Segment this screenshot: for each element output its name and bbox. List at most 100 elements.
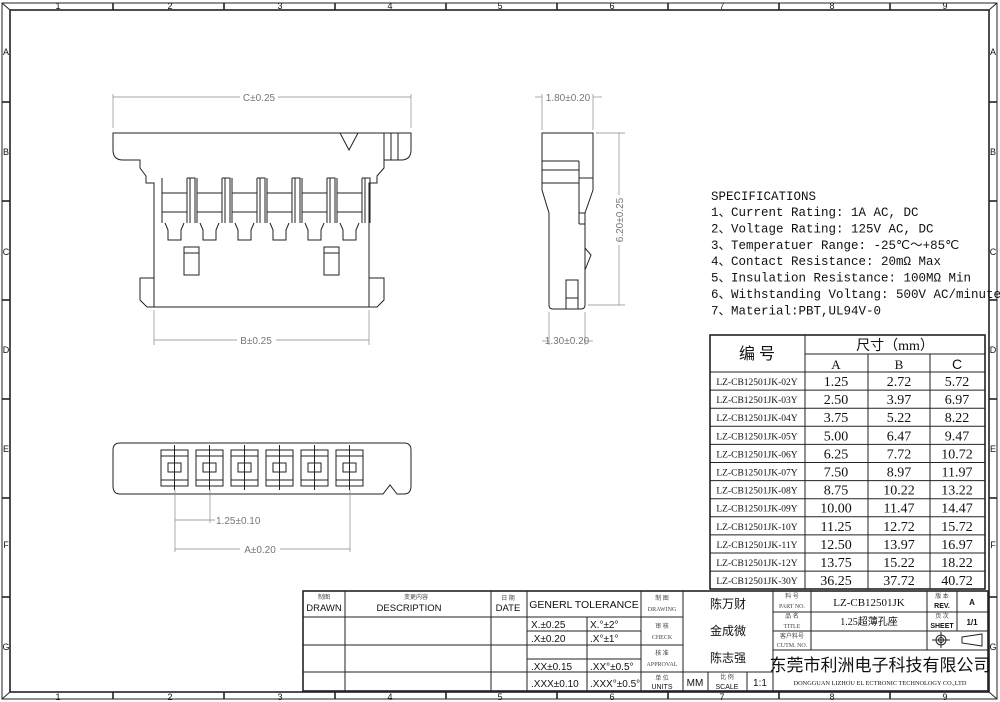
dimension-c-cell: 6.97 (945, 393, 970, 408)
customer-no-cn: 客户料号 (780, 632, 804, 640)
specifications-title: SPECIFICATIONS (711, 190, 816, 204)
row-marker-left: E (3, 444, 9, 454)
column-marker-bottom: 9 (942, 692, 947, 702)
scale-cn: 比 例 (720, 673, 734, 681)
dimension-a-cell: 7.50 (824, 466, 849, 481)
part-number-cell: LZ-CB12501JK-09Y (716, 505, 797, 515)
row-marker-left: G (2, 642, 9, 652)
contact-cavity (160, 445, 189, 490)
column-marker-bottom: 2 (167, 692, 172, 702)
row-marker-right: B (990, 147, 996, 157)
dimension-b-cell: 2.72 (887, 375, 912, 390)
linear-tolerance: X.±0.25 (531, 620, 566, 631)
column-marker-top: 3 (277, 1, 282, 11)
units-cn: 单 位 (655, 674, 669, 682)
column-marker-top: 1 (55, 1, 60, 11)
sheet-value: 1/1 (966, 618, 978, 627)
part-number-cell: LZ-CB12501JK-02Y (716, 378, 797, 388)
column-marker-bottom: 5 (497, 692, 502, 702)
dimension-c-cell: 40.72 (941, 574, 973, 589)
company-name-en: DONGGUAN LIZHOU EL ECTRONIC TECHNOLOGY C… (794, 680, 967, 687)
contact-cavity (265, 445, 294, 490)
title-label: TITLE (784, 624, 801, 630)
dimension-a-cell: 5.00 (824, 429, 849, 444)
column-a-header: A (831, 357, 841, 372)
dimension-b-cell: 12.72 (883, 520, 915, 535)
contact-cavity (300, 445, 329, 490)
dimension-bottom-width: 1.30±0.20 (545, 336, 590, 347)
dimension-a-cell: 11.25 (821, 520, 852, 535)
column-marker-bottom: 4 (387, 692, 392, 702)
angular-tolerance: X.°±2° (590, 620, 619, 631)
dimension-b-cell: 11.47 (884, 502, 915, 517)
dimension-b-cell: 13.97 (883, 538, 915, 553)
dimension-width: 1.80±0.20 (546, 93, 591, 104)
column-marker-bottom: 3 (277, 692, 282, 702)
specifications: SPECIFICATIONS 1、Current Rating: 1A AC, … (711, 190, 1000, 318)
angular-tolerance: .XXX°±0.5° (590, 679, 640, 690)
specification-item: 6、Withstanding Voltang: 500V AC/minute (711, 288, 1000, 302)
dimension-a-cell: 36.25 (820, 574, 852, 589)
check-name: 金成微 (710, 623, 746, 638)
title-cn: 品 名 (785, 612, 799, 620)
title-block: 制图 DRAWN 变更内容 DESCRIPTION 日 期 DATE GENER… (302, 590, 991, 692)
size-header: 尺寸（mm） (856, 338, 934, 354)
row-marker-right: E (990, 444, 996, 454)
dimension-a-cell: 13.75 (820, 556, 852, 571)
dimension-a-cell: 3.75 (824, 411, 849, 426)
date-label: DATE (496, 603, 521, 614)
description-label: DESCRIPTION (377, 603, 442, 614)
dimension-b-cell: 8.97 (887, 466, 912, 481)
scale-value: 1:1 (753, 678, 767, 689)
dimension-c-cell: 15.72 (941, 520, 973, 535)
dimension-b-cell: 3.97 (887, 393, 912, 408)
specification-item: 3、Temperatuer Range: -25℃～+85℃ (711, 239, 959, 253)
row-marker-right: F (990, 540, 996, 550)
check-cn: 审 核 (655, 622, 669, 630)
approval-cn: 核 准 (655, 649, 669, 657)
row-marker-right: G (989, 642, 996, 652)
dimension-b-cell: 5.22 (887, 411, 912, 426)
linear-tolerance: .XXX±0.10 (531, 679, 579, 690)
dimension-c: C±0.25 (243, 93, 276, 104)
column-marker-top: 4 (387, 1, 392, 11)
column-marker-top: 7 (719, 1, 724, 11)
row-marker-left: D (3, 345, 10, 355)
angular-tolerance: .X°±1° (590, 634, 619, 645)
dimension-a-cell: 2.50 (824, 393, 849, 408)
description-cn: 变更内容 (404, 593, 428, 601)
dimension-c-cell: 9.47 (945, 429, 970, 444)
row-marker-right: D (990, 345, 997, 355)
drawing-label: DRAWING (648, 607, 677, 613)
drawn-cn: 制图 (318, 593, 330, 601)
part-number-cell: LZ-CB12501JK-04Y (716, 414, 797, 424)
part-no-label: PART NO. (779, 604, 805, 610)
sheet-label: SHEET (930, 623, 954, 630)
linear-tolerance: .X±0.20 (531, 634, 566, 645)
company-name-cn: 东莞市利洲电子科技有限公司 (770, 656, 991, 675)
dimension-b: B±0.25 (240, 336, 272, 347)
dimension-b-cell: 15.22 (883, 556, 915, 571)
linear-tolerance: .XX±0.15 (531, 662, 573, 673)
specification-item: 2、Voltage Rating: 125V AC, DC (711, 222, 934, 236)
column-c-header: C (952, 356, 962, 372)
column-marker-bottom: 6 (609, 692, 614, 702)
column-marker-top: 2 (167, 1, 172, 11)
dimension-c-cell: 10.72 (941, 447, 973, 462)
sheet-cn: 页 次 (935, 612, 949, 620)
dimension-c-cell: 18.22 (941, 556, 973, 571)
customer-no-label: CUTM. NO. (777, 643, 808, 649)
dimension-c-cell: 13.22 (941, 484, 973, 499)
specification-item: 5、Insulation Resistance: 100MΩ Min (711, 272, 971, 286)
dimension-pitch: 1.25±0.10 (216, 516, 261, 527)
column-marker-bottom: 1 (55, 692, 60, 702)
rev-value: A (969, 598, 975, 607)
drawn-label: DRAWN (306, 603, 342, 614)
